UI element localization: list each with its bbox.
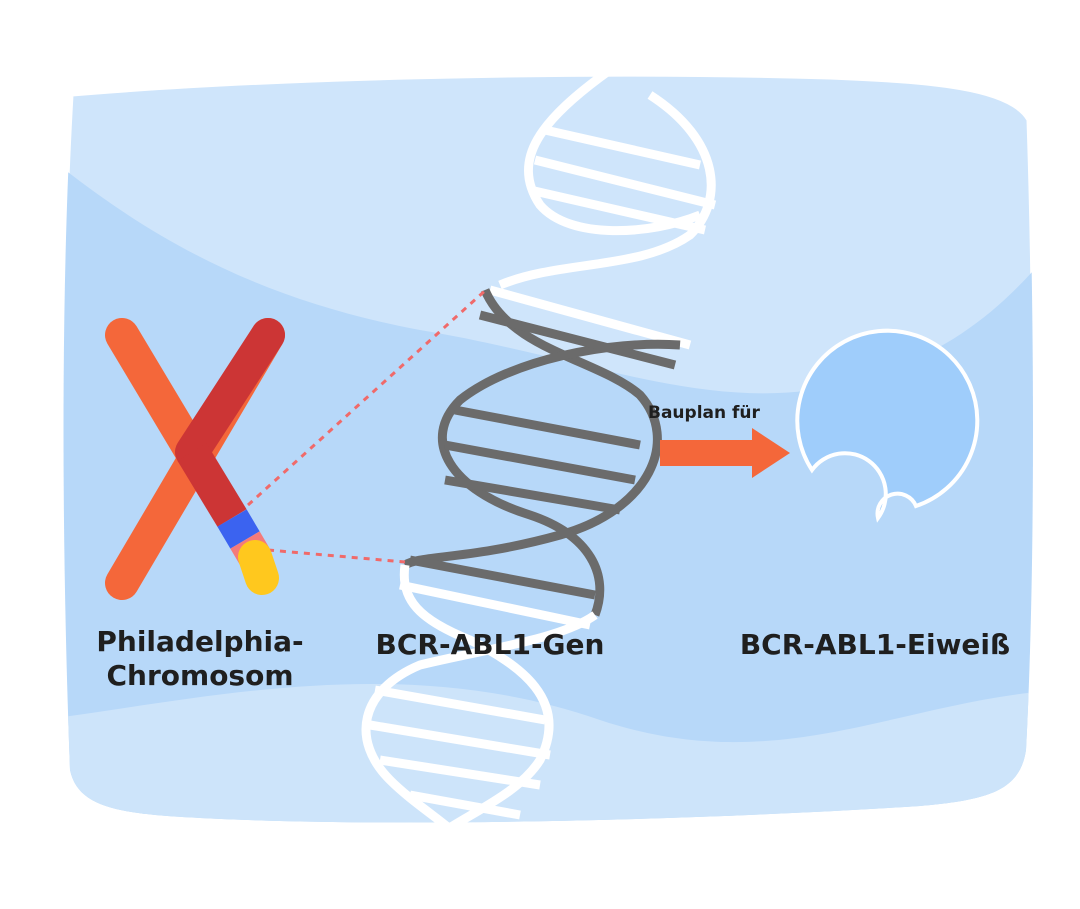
arrow-label: Bauplan für xyxy=(648,403,760,423)
protein-icon xyxy=(795,328,980,523)
chromosome-label-line1: Philadelphia- xyxy=(96,625,304,658)
gene-label: BCR-ABL1-Gen xyxy=(375,628,605,661)
chromosome-label-line2: Chromosom xyxy=(106,659,294,692)
background-panel xyxy=(62,73,1035,824)
chromosome-label: Philadelphia- Chromosom xyxy=(60,625,340,693)
philadelphia-chromosome-icon xyxy=(105,318,285,600)
protein-label: BCR-ABL1-Eiweiß xyxy=(739,628,1011,661)
zoom-connector-lines xyxy=(246,286,490,564)
dna-helix-icon xyxy=(361,66,717,863)
arrow-right-icon xyxy=(660,428,790,478)
